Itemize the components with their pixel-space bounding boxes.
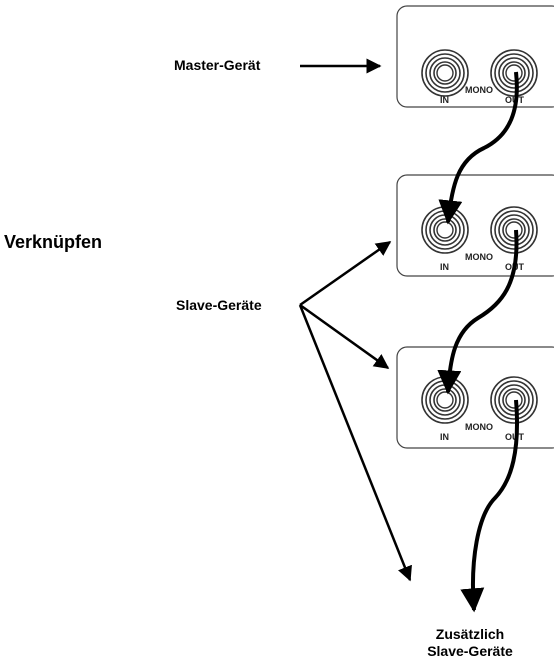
master-in-label: IN: [440, 95, 449, 105]
slave2-out-jack-icon: [490, 376, 538, 424]
master-mono-label: MONO: [465, 85, 493, 95]
cable-master-to-slave1: [438, 71, 519, 225]
additional-slave-devices-label: Zusätzlich Slave-Geräte: [410, 626, 530, 660]
master-in-jack-icon: [421, 49, 469, 97]
slave2-in-label: IN: [440, 432, 449, 442]
slave1-in-jack-icon: [421, 206, 469, 254]
cable-slave2-to-additional: [460, 399, 520, 613]
slave1-out-jack-icon: [490, 206, 538, 254]
additional-label-line-1: Zusätzlich: [435, 626, 505, 642]
master-out-jack-icon: [490, 49, 538, 97]
master-device-label: Master-Gerät: [174, 57, 261, 73]
slave-pointer-arrow-1: [299, 240, 392, 307]
page-title: Verknüpfen: [4, 232, 103, 252]
additional-label-line-2: Slave-Geräte: [427, 643, 513, 659]
slave-panel-2: IN MONO OUT: [396, 346, 554, 449]
slave2-mono-label: MONO: [465, 422, 493, 432]
slave1-mono-label: MONO: [465, 252, 493, 262]
slave-devices-label: Slave-Geräte: [176, 297, 262, 313]
slave-pointer-arrow-2: [299, 303, 390, 370]
cable-slave1-to-slave2: [437, 229, 519, 395]
slave-panel-1: IN MONO OUT: [396, 174, 554, 277]
slave-pointer-arrow-3: [298, 304, 412, 582]
master-panel: IN MONO OUT: [396, 5, 554, 108]
slave2-in-jack-icon: [421, 376, 469, 424]
slave1-in-label: IN: [440, 262, 449, 272]
